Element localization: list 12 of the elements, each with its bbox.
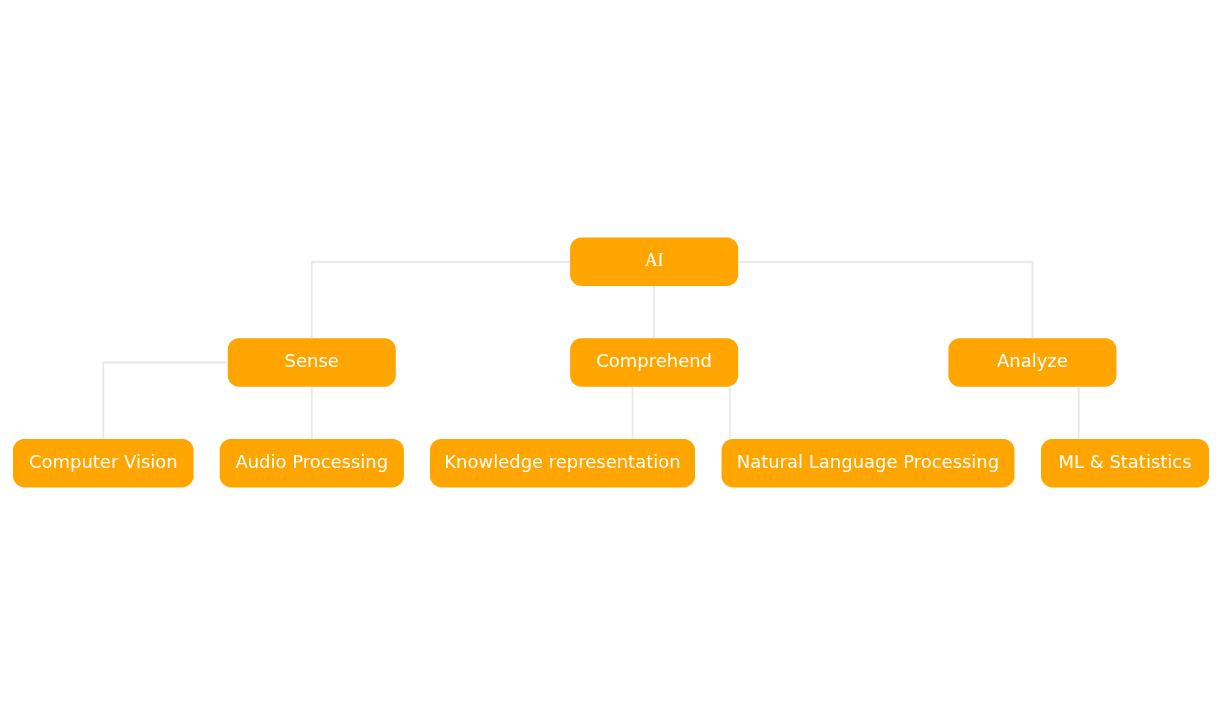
connector [737,260,1034,340]
connector [102,361,229,440]
node-box: Knowledge representation [429,438,695,488]
node-box: Audio Processing [219,438,404,488]
node-box: Sense [227,338,396,387]
node-box: AI [570,237,739,287]
node-box: Computer Vision [13,438,194,488]
node-box: Natural Language Processing [721,438,1015,488]
node-box: Analyze [948,338,1117,387]
connector [310,260,571,340]
node-box: ML & Statistics [1041,438,1209,488]
node-box: Comprehend [570,338,739,387]
